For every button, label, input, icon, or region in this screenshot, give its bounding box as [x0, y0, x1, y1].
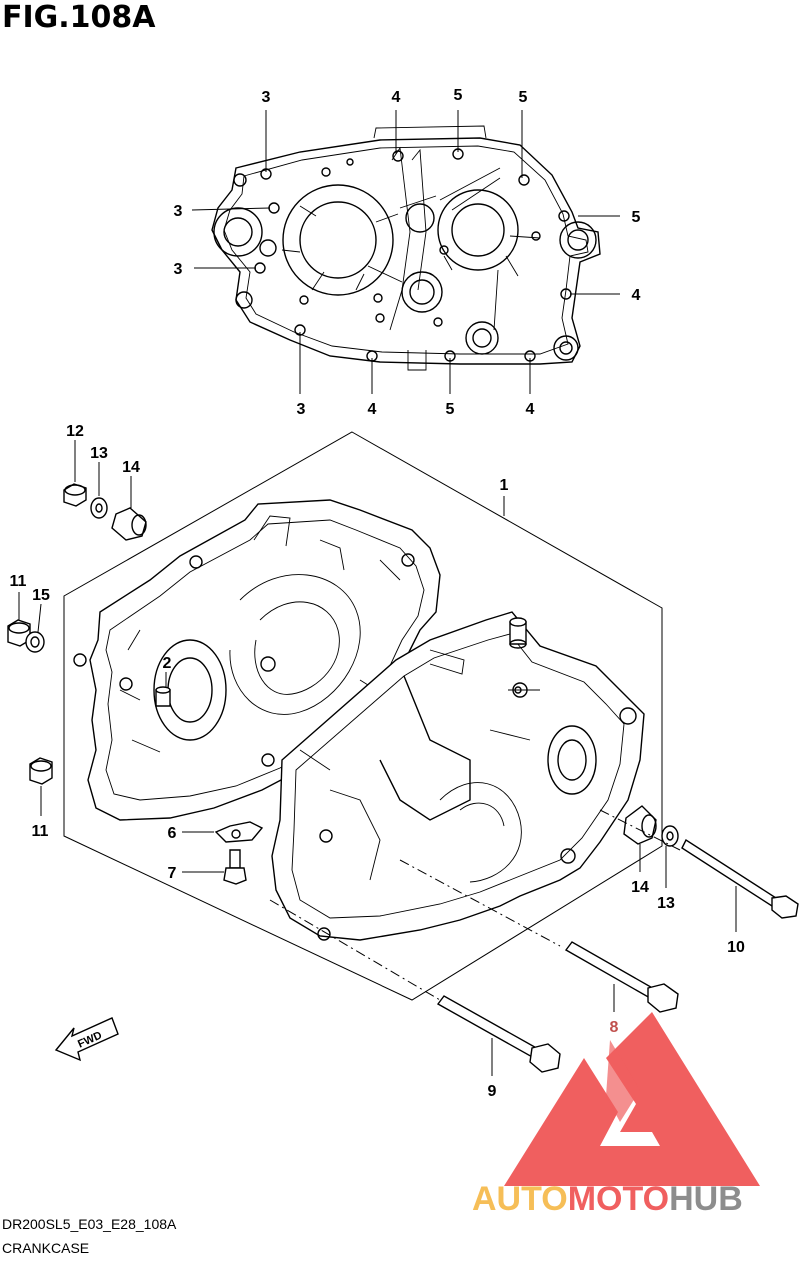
callout-top-12: 4	[526, 401, 535, 418]
callout-main-2: 2	[163, 655, 172, 672]
callout-main-14b: 14	[631, 879, 649, 896]
callout-top-7: 3	[174, 261, 183, 278]
callout-top-9: 3	[297, 401, 306, 418]
callout-main-10: 10	[727, 939, 745, 956]
callout-main-12: 12	[66, 423, 84, 440]
callout-main-14a: 14	[122, 459, 140, 476]
watermark-hub-text: HUB	[669, 1180, 743, 1218]
callout-main-11a: 11	[10, 573, 27, 590]
callout-top-4: 5	[519, 89, 528, 106]
fwd-arrow-icon: FWD	[54, 1017, 119, 1062]
figure-title: FIG.108A	[2, 0, 156, 35]
figure-name: CRANKCASE	[2, 1240, 90, 1256]
automotohub-watermark-logo: AUTOMOTOHUB	[472, 1012, 760, 1218]
callout-top-3: 5	[454, 87, 463, 104]
callout-top-2: 4	[392, 89, 401, 106]
callout-top-10: 4	[368, 401, 377, 418]
callout-main-7: 7	[168, 865, 177, 882]
callout-main-13a: 13	[90, 445, 108, 462]
watermark-moto-text: MOTO	[568, 1180, 669, 1218]
crankcase-top-view: 3 4 5 5 3 5 3 4 3 4 5 4	[174, 87, 641, 418]
figure-code: DR200SL5_E03_E28_108A	[2, 1216, 177, 1232]
callout-main-15: 15	[32, 587, 50, 604]
crankcase-exploded-view: FWD 1 2 6 7 8 9 10 11 11 12 13 13 14 14 …	[7, 423, 799, 1100]
svg-text:AUTOMOTOHUB: AUTOMOTOHUB	[472, 1180, 743, 1218]
callout-main-6: 6	[168, 825, 177, 842]
callout-main-8: 8	[610, 1019, 619, 1036]
watermark-auto-text: AUTO	[472, 1180, 568, 1218]
callout-main-13b: 13	[657, 895, 675, 912]
callout-top-11: 5	[446, 401, 455, 418]
callout-top-1: 3	[262, 89, 271, 106]
callout-top-8: 4	[632, 287, 641, 304]
callout-main-9: 9	[488, 1083, 497, 1100]
callout-top-6: 5	[632, 209, 641, 226]
callout-top-5: 3	[174, 203, 183, 220]
callout-main-11b: 11	[32, 823, 49, 840]
callout-main-1: 1	[500, 477, 509, 494]
